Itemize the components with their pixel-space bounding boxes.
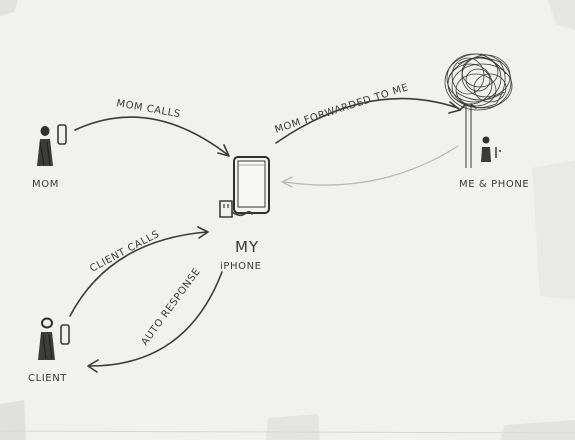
my-iphone-label-line1: MY bbox=[235, 238, 259, 256]
mom-phone-icon bbox=[57, 124, 67, 145]
charger-plug-icon bbox=[219, 200, 253, 218]
me-person-icon bbox=[481, 136, 491, 162]
iphone-icon bbox=[233, 156, 270, 214]
tree-icon bbox=[444, 53, 513, 168]
me-phone-icon bbox=[495, 147, 501, 158]
client-label: CLIENT bbox=[28, 373, 67, 384]
me-phone-label: ME & PHONE bbox=[459, 179, 529, 190]
my-iphone-label-line2: iPHONE bbox=[220, 261, 262, 272]
client-phone-icon bbox=[60, 324, 70, 345]
mom-person-icon bbox=[37, 126, 53, 166]
mom-label: MOM bbox=[32, 179, 59, 190]
return-arrow-light bbox=[280, 145, 459, 188]
client-calls-arrow bbox=[69, 226, 209, 317]
auto-response-arrow bbox=[87, 271, 223, 373]
mom-calls-arrow bbox=[74, 116, 230, 157]
client-person-icon bbox=[38, 317, 55, 360]
